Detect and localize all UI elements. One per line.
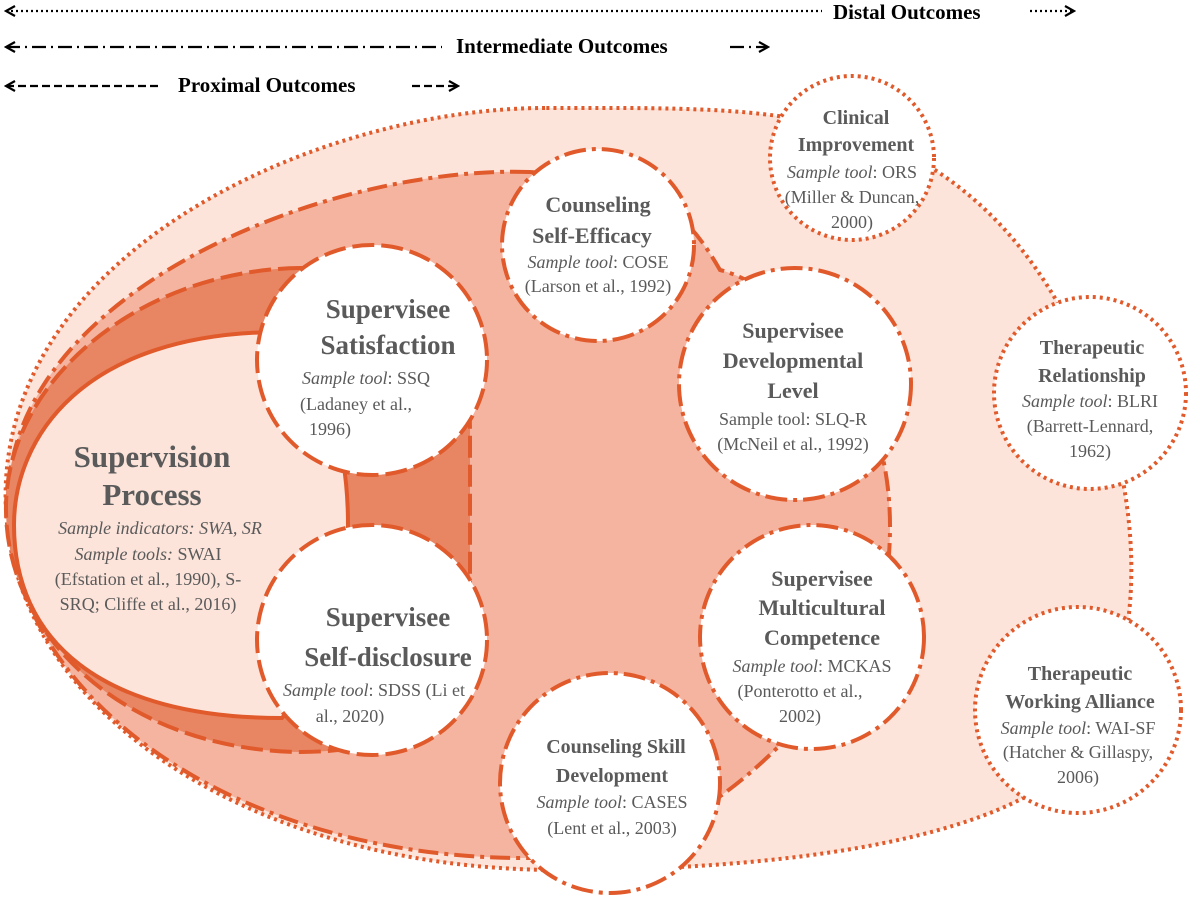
counseling-skill-development-cite: (Lent et al., 2003) [547,818,676,839]
supervisee-multicultural-competence-cite-2: 2002) [779,706,821,727]
clinical-improvement-title-2: Improvement [798,134,915,156]
supervisee-multicultural-competence-tool: Sample tool: MCKAS [732,656,891,676]
intermediate-outcomes-label: Intermediate Outcomes [456,34,668,58]
supervisee-multicultural-competence-title-3: Competence [764,625,880,650]
proximal-outcomes-arrow: Proximal Outcomes [6,73,458,97]
supervision-process-indicators: Sample indicators: SWA, SR [58,518,262,538]
clinical-improvement-cite-1: (Miller & Duncan, [785,187,919,208]
supervisee-satisfaction-title-1: Supervisee [326,294,451,324]
therapeutic-relationship-node: Therapeutic Relationship Sample tool: BL… [992,295,1188,491]
therapeutic-relationship-tool: Sample tool: BLRI [1022,391,1158,411]
therapeutic-relationship-cite-2: 1962) [1069,441,1111,462]
supervisee-developmental-level-title-2: Developmental [723,348,864,373]
supervisee-developmental-level-title-3: Level [767,378,818,403]
proximal-outcomes-label: Proximal Outcomes [178,73,356,97]
supervisee-satisfaction-cite-2: 1996) [309,419,351,440]
counseling-skill-development-title-2: Development [556,765,669,787]
supervisee-satisfaction-title-2: Satisfaction [321,330,456,360]
supervision-process-cite-2: SRQ; Cliffe et al., 2016) [60,594,237,615]
counseling-self-efficacy-node: Counseling Self-Efficacy Sample tool: CO… [500,147,696,343]
clinical-improvement-node: Clinical Improvement Sample tool: ORS (M… [768,74,936,242]
therapeutic-working-alliance-cite-2: 2006) [1057,767,1099,788]
therapeutic-relationship-title-1: Therapeutic [1040,337,1145,359]
supervision-process-tools: Sample tools: SWAI [75,544,222,564]
therapeutic-working-alliance-cite-1: (Hatcher & Gillaspy, [1003,742,1153,763]
therapeutic-working-alliance-node: Therapeutic Working Alliance Sample tool… [973,605,1183,815]
supervision-process-title-1: Supervision [74,439,231,474]
supervisee-developmental-level-title-1: Supervisee [742,318,844,343]
supervision-process-cite-1: (Efstation et al., 1990), S- [55,569,241,590]
therapeutic-working-alliance-title-1: Therapeutic [1028,663,1133,685]
supervisee-multicultural-competence-node: Supervisee Multicultural Competence Samp… [698,523,926,751]
counseling-self-efficacy-cite: (Larson et al., 1992) [525,276,671,297]
counseling-self-efficacy-title-1: Counseling [545,192,650,217]
supervisee-satisfaction-cite-1: (Ladaney et al., [300,394,412,415]
supervisee-self-disclosure-cite: al., 2020) [316,706,384,727]
supervisee-self-disclosure-title-2: Self-disclosure [304,642,472,672]
clinical-improvement-title-1: Clinical [823,107,890,129]
supervisee-developmental-level-node: Supervisee Developmental Level Sample to… [677,266,913,502]
counseling-skill-development-title-1: Counseling Skill [546,736,686,758]
distal-outcomes-label: Distal Outcomes [833,0,981,24]
counseling-skill-development-tool: Sample tool: CASES [536,792,687,812]
supervisee-developmental-level-cite: (McNeil et al., 1992) [717,434,868,455]
intermediate-outcomes-arrow: Intermediate Outcomes [6,34,768,58]
clinical-improvement-cite-2: 2000) [831,212,873,233]
therapeutic-working-alliance-tool: Sample tool: WAI-SF [1001,718,1156,738]
supervision-process-title-2: Process [102,477,201,512]
counseling-self-efficacy-title-2: Self-Efficacy [532,223,652,248]
distal-outcomes-arrow: Distal Outcomes [6,0,1074,24]
supervisee-self-disclosure-tool: Sample tool: SDSS (Li et [283,680,465,701]
supervisee-self-disclosure-node: Supervisee Self-disclosure Sample tool: … [255,523,489,757]
counseling-self-efficacy-tool: Sample tool: COSE [527,252,668,272]
supervisee-multicultural-competence-title-2: Multicultural [758,595,885,620]
therapeutic-relationship-cite-1: (Barrett-Lennard, [1027,416,1153,437]
supervisee-multicultural-competence-cite-1: (Ponterotto et al., [738,681,863,702]
supervisee-self-disclosure-title-1: Supervisee [326,602,451,632]
therapeutic-working-alliance-title-2: Working Alliance [1005,691,1155,713]
supervisee-satisfaction-tool: Sample tool: SSQ [302,368,430,388]
supervisee-developmental-level-tool: Sample tool: SLQ-R [719,409,867,429]
clinical-improvement-tool: Sample tool: ORS [787,162,917,182]
counseling-skill-development-node: Counseling Skill Development Sample tool… [498,671,722,895]
supervisee-multicultural-competence-title-1: Supervisee [771,566,873,591]
therapeutic-relationship-title-2: Relationship [1038,365,1146,387]
supervisee-satisfaction-node: Supervisee Satisfaction Sample tool: SSQ… [255,243,489,477]
